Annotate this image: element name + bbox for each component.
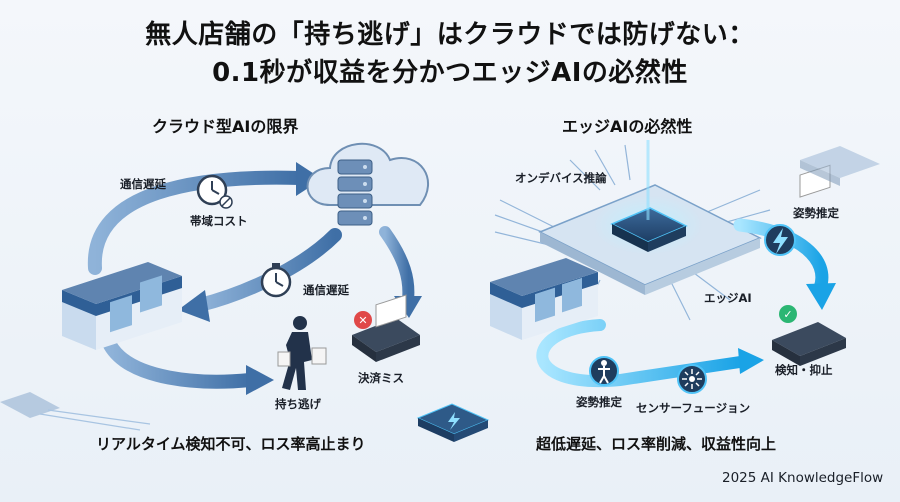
credit-text: 2025 AI KnowledgeFlow xyxy=(722,470,884,486)
lightning-badge-icon xyxy=(764,224,796,256)
clock-icon-bandwidth xyxy=(196,174,233,209)
shoplifter-icon xyxy=(277,316,327,390)
edge-arrow-to-detect-head xyxy=(806,283,836,310)
store-icon-right xyxy=(490,258,598,340)
shoplift-arrow-head xyxy=(246,365,274,395)
left-heading: クラウド型AIの限界 xyxy=(152,117,299,136)
payment-terminal-icon: ✕ xyxy=(352,294,420,362)
label-pose-estimation-bottom: 姿勢推定 xyxy=(576,395,622,409)
label-edge-ai: エッジAI xyxy=(704,291,752,305)
label-sensor-fusion: センサーフュージョン xyxy=(636,401,751,415)
cloud-server-icon xyxy=(306,142,430,226)
label-latency-mid: 通信遅延 xyxy=(303,283,349,297)
edge-loop-arrow xyxy=(536,319,746,388)
edge-arrow-to-detect xyxy=(733,218,829,295)
label-payment-failure: 決済ミス xyxy=(358,371,404,385)
label-bandwidth-cost: 帯域コスト xyxy=(190,214,248,228)
latency-arrow-up xyxy=(87,170,307,275)
chip-icon-right-bottom xyxy=(416,403,490,442)
cloud-to-payment-arrow xyxy=(379,226,415,306)
label-on-device-inference: オンデバイス推論 xyxy=(515,171,607,185)
person-badge-icon xyxy=(589,356,619,386)
store-icon-left xyxy=(62,262,182,350)
label-pose-estimation-top: 姿勢推定 xyxy=(793,206,839,220)
payment-ok-terminal-icon: ✓ xyxy=(772,164,846,366)
edge-chip-board xyxy=(538,140,762,295)
chip-icon-right-corner xyxy=(800,146,880,186)
stopwatch-icon xyxy=(260,263,292,298)
title-line-2: 0.1秒が収益を分かつエッジAIの必然性 xyxy=(212,58,688,88)
latency-arrow-return-head xyxy=(178,290,210,322)
svg-text:✓: ✓ xyxy=(783,308,792,321)
left-summary: リアルタイム検知不可、ロス率高止まり xyxy=(96,435,366,453)
shoplift-arrow xyxy=(103,338,257,389)
label-shoplift: 持ち逃げ xyxy=(275,397,321,411)
right-heading: エッジAIの必然性 xyxy=(562,117,693,136)
sensor-fusion-icon xyxy=(677,364,707,394)
edge-loop-arrow-head xyxy=(738,348,764,374)
label-detect-deter: 検知・抑止 xyxy=(775,363,833,377)
chip-icon-left xyxy=(0,392,151,431)
label-latency-top: 通信遅延 xyxy=(120,177,166,191)
right-summary: 超低遅延、ロス率削減、収益性向上 xyxy=(536,435,777,453)
title-line-1: 無人店舗の「持ち逃げ」はクラウドでは防げない： xyxy=(145,20,755,50)
svg-text:✕: ✕ xyxy=(358,314,367,327)
